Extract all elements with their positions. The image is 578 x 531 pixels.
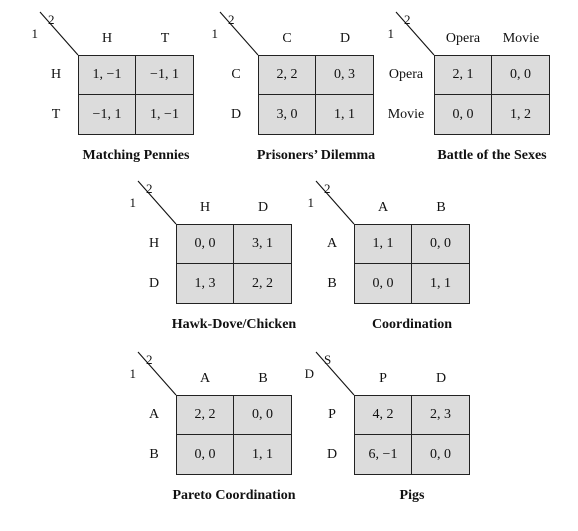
corner-diagonal-line [395,11,435,56]
player2-label: 2 [404,12,411,27]
column-strategy-label: A [199,371,211,386]
player1-label: 1 [307,195,315,210]
payoff-cell: 0, 0 [234,396,291,435]
row-strategy-label: A [148,407,160,422]
payoff-cell: 3, 1 [234,225,291,264]
column-strategy-label: H [101,31,113,46]
payoff-cell: 2, 3 [412,396,469,435]
player1-label: D [304,366,314,381]
payoff-cell: −1, 1 [136,56,193,95]
column-strategy-label: Opera [445,31,481,46]
payoff-cell: 0, 0 [412,225,469,264]
row-strategy-label: H [148,236,160,251]
payoff-cell: 1, −1 [150,106,179,122]
payoff-cell: 1, 2 [510,106,531,122]
game-title: Pigs [399,488,425,503]
payoff-cell: 1, 1 [355,225,412,264]
row-strategy-label: B [149,447,159,462]
game-title: Battle of the Sexes [437,148,547,163]
player2-label: 2 [228,12,235,27]
row-strategy-label: T [51,107,61,122]
player2-label: S [324,352,332,367]
payoff-cell: 1, 3 [177,264,234,303]
column-strategy-label: D [257,200,269,215]
column-strategy-label: C [282,31,292,46]
game-title: Coordination [371,317,453,332]
row-strategy-label: A [326,236,338,251]
corner-diagonal-line [315,180,355,225]
row-strategy-label: Opera [388,67,424,82]
player1-label: 1 [31,26,39,41]
row-strategy-label: P [328,407,336,422]
player2-label: 2 [146,352,153,367]
corner-diagonal-line [137,351,177,396]
column-strategy-label: H [199,200,211,215]
payoff-cell: 0, 0 [492,56,549,95]
payoff-cell: 0, 3 [316,56,373,95]
row-strategy-label: D [326,447,338,462]
payoff-cell: 0, 0 [430,446,451,462]
player1-label: 1 [129,366,137,381]
game-title: Matching Pennies [82,148,190,163]
column-strategy-label: B [258,371,268,386]
row-strategy-label: Movie [387,107,425,122]
column-strategy-label: P [379,371,387,386]
payoff-cell: 4, 2 [355,396,412,435]
player1-label: 1 [387,26,395,41]
corner-diagonal-line [137,180,177,225]
row-strategy-label: C [231,67,241,82]
payoff-cell: 1, 1 [334,106,355,122]
player2-label: 2 [324,181,331,196]
payoff-cell: −1, 1 [79,95,136,134]
payoff-cell: 2, 1 [435,56,492,95]
payoff-cell: 0, 0 [177,225,234,264]
corner-diagonal-line [315,351,355,396]
game-title: Hawk-Dove/Chicken [171,317,297,332]
corner-diagonal-line [219,11,259,56]
row-strategy-label: D [230,107,242,122]
column-strategy-label: A [377,200,389,215]
row-strategy-label: H [50,67,62,82]
payoff-cell: 0, 0 [355,264,412,303]
payoff-cell: 2, 2 [177,396,234,435]
game-title: Pareto Coordination [172,488,296,503]
column-strategy-label: T [160,31,170,46]
payoff-cell: 6, −1 [355,435,412,474]
player1-label: 1 [211,26,219,41]
payoff-cell: 1, −1 [79,56,136,95]
player2-label: 2 [146,181,153,196]
payoff-cell: 2, 2 [252,275,273,291]
column-strategy-label: D [435,371,447,386]
payoff-cell: 3, 0 [259,95,316,134]
column-strategy-label: Movie [502,31,540,46]
player1-label: 1 [129,195,137,210]
row-strategy-label: D [148,276,160,291]
player2-label: 2 [48,12,55,27]
game-title: Prisoners’ Dilemma [256,148,376,163]
payoff-cell: 2, 2 [259,56,316,95]
payoff-cell: 1, 1 [252,446,273,462]
payoff-cell: 0, 0 [177,435,234,474]
payoff-cell: 1, 1 [430,275,451,291]
payoff-cell: 0, 0 [435,95,492,134]
column-strategy-label: D [339,31,351,46]
corner-diagonal-line [39,11,79,56]
row-strategy-label: B [327,276,337,291]
column-strategy-label: B [436,200,446,215]
